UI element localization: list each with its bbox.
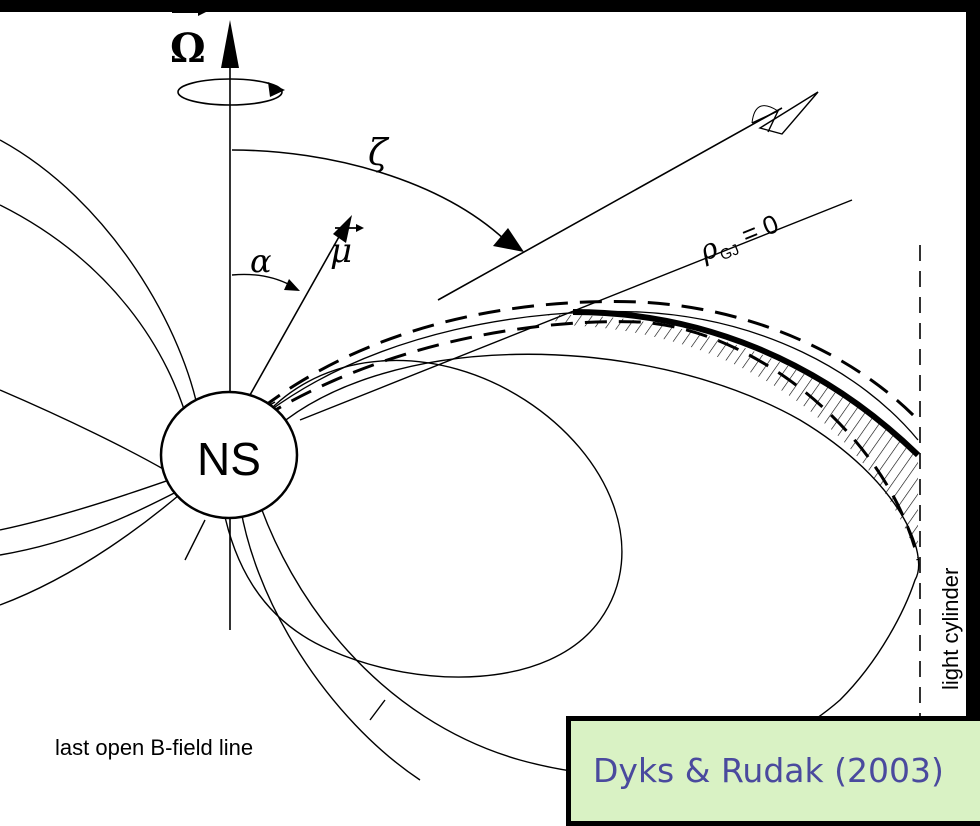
omega-label: Ω xyxy=(170,8,206,72)
zeta-arc xyxy=(231,149,524,252)
alpha-label: α xyxy=(250,242,272,280)
null-charge-label: ρ GJ = 0 xyxy=(694,208,783,268)
zeta-label: ζ xyxy=(368,133,390,174)
citation-text: Dyks & Rudak (2003) xyxy=(593,751,944,790)
light-cylinder-label: light cylinder xyxy=(938,568,963,690)
star-label: NS xyxy=(197,433,261,485)
gap-outer-edge xyxy=(572,309,921,458)
top-border xyxy=(0,0,980,12)
rotation-indicator xyxy=(177,78,285,106)
open-field-boundaries xyxy=(261,300,920,561)
omega-symbol: Ω xyxy=(170,25,206,72)
citation-box: Dyks & Rudak (2003) xyxy=(566,716,980,826)
left-field-lines xyxy=(0,139,206,606)
alpha-arc xyxy=(231,273,300,291)
mu-symbol: μ xyxy=(330,231,352,271)
line-of-sight xyxy=(437,91,819,301)
rho-subscript: GJ xyxy=(718,241,742,264)
neutron-star: NS xyxy=(159,390,299,520)
last-open-line-text: last open B-field line xyxy=(55,735,253,760)
last-open-line-label: last open B-field line xyxy=(55,699,386,760)
mu-label: μ xyxy=(330,224,364,271)
rotation-axis xyxy=(221,20,239,630)
magnetic-moment-vector xyxy=(249,215,352,396)
outer-gap-region xyxy=(548,314,918,560)
right-border xyxy=(966,0,980,811)
